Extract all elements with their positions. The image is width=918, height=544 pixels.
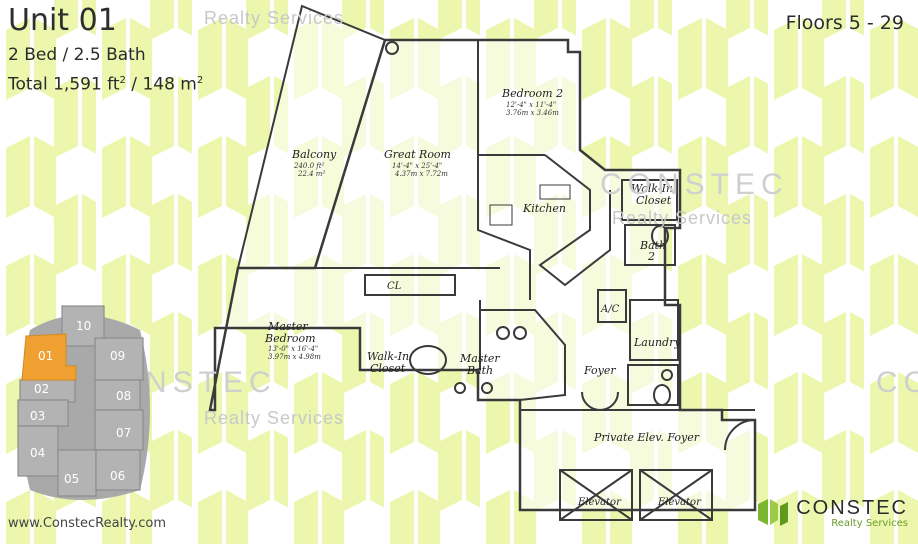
private-foyer-door (724, 419, 756, 451)
master-bath-label-1: Master (459, 352, 500, 365)
elevator-1-box (559, 469, 633, 521)
watermark-realty-left: Realty Services (204, 408, 345, 428)
balcony-dim2: 22.4 m² (297, 170, 325, 178)
closet-cl-label: CL (387, 281, 402, 292)
total-area: Total 1,591 ft2 / 148 m2 (8, 74, 204, 95)
wall-kitchen-island (477, 155, 531, 300)
elevator-1-label: Elevator (577, 497, 622, 508)
bath2-room (624, 224, 676, 266)
master-bedroom-dim1: 13'-0" x 16'-4" (268, 345, 318, 353)
unit-title: Unit 01 (8, 3, 117, 38)
key-unit-06 (95, 449, 141, 491)
brand-subtitle: Realty Services (831, 517, 908, 529)
key-label-01: 01 (38, 349, 53, 363)
bedroom2-label: Bedroom 2 (501, 87, 563, 100)
toilet-powder (653, 384, 671, 406)
column-marker (385, 41, 399, 55)
walkin-closet-right (621, 179, 678, 221)
great-room-dim2: 4.37m x 7.72m (394, 170, 448, 178)
key-label-02: 02 (34, 382, 49, 396)
sink-1 (496, 326, 510, 340)
foyer-door-left (581, 391, 601, 411)
balcony-label: Balcony (291, 148, 337, 161)
unit-info: Unit 01 2 Bed / 2.5 Bath Total 1,591 ft2… (8, 2, 203, 98)
powder-room (627, 364, 679, 406)
elevator-2-box (639, 469, 713, 521)
watermark-realty-mid: Realty Services (612, 208, 753, 228)
laundry-label: Laundry (633, 336, 681, 349)
key-label-08: 08 (116, 389, 131, 403)
foyer-door-right (599, 391, 619, 411)
master-bedroom-dim2: 3.97m x 4.98m (268, 353, 321, 361)
key-label-04: 04 (30, 446, 45, 460)
key-unit-01-highlight (21, 333, 77, 381)
brand-name: CONSTEC (796, 496, 908, 519)
great-room-label: Great Room (384, 148, 451, 161)
master-bedroom-label-2: Bedroom (264, 332, 316, 345)
kitchen-label: Kitchen (522, 202, 566, 215)
watermark-realty-top: Realty Services (204, 8, 345, 28)
great-room-dim1: 14'-4" x 25'-4" (392, 162, 442, 170)
private-foyer-label: Private Elev. Foyer (593, 431, 700, 444)
ac-closet (597, 289, 627, 323)
master-bath-label-2: Bath (466, 364, 493, 377)
elevator-2-label: Elevator (657, 497, 702, 508)
wall-master-bath-right (480, 309, 566, 401)
foyer-label: Foyer (583, 364, 616, 377)
sink-master-2 (481, 382, 493, 394)
constec-logo-icon (758, 499, 789, 526)
brand-logo: CONSTEC Realty Services (756, 496, 908, 530)
master-bedroom-label-1: Master (267, 320, 308, 333)
wall-kitchen-counter (538, 154, 611, 287)
sink-2 (513, 326, 527, 340)
website-link[interactable]: www.ConstecRealty.com (8, 516, 166, 531)
key-label-09: 09 (110, 349, 125, 363)
key-unit-08 (94, 379, 141, 411)
key-plan: 10 01 09 02 08 03 07 04 05 06 (17, 305, 150, 500)
tub (409, 345, 447, 375)
toilet-bath2 (651, 225, 669, 247)
key-label-10: 10 (76, 319, 91, 333)
laundry-room (629, 299, 679, 361)
ac-label: A/C (600, 304, 620, 315)
bath2-label-1: Bath (639, 239, 666, 252)
key-label-03: 03 (30, 409, 45, 423)
closet-cl (364, 274, 456, 296)
key-label-06: 06 (110, 469, 125, 483)
walkin-closet-right-label-1: Walk-In (631, 182, 673, 195)
watermark-constec-right: CONSTEC (876, 366, 918, 399)
bedroom2-dim1: 12'-4" x 11'-4" (506, 101, 556, 109)
key-unit-03 (17, 399, 69, 427)
key-label-07: 07 (116, 426, 131, 440)
floors-range: Floors 5 - 29 (785, 12, 904, 34)
watermark-constec-mid: CONSTEC (600, 168, 789, 201)
sink-powder (661, 369, 673, 381)
sink-master (454, 382, 466, 394)
key-label-05: 05 (64, 472, 79, 486)
bath2-label-2: 2 (647, 250, 655, 263)
key-unit-05 (57, 449, 97, 497)
beds-baths: 2 Bed / 2.5 Bath (8, 45, 146, 65)
walkin-closet-right-label-2: Closet (636, 194, 672, 207)
balcony-dim1: 240.0 ft² (293, 162, 325, 170)
bedroom2-dim2: 3.76m x 3.46m (506, 109, 559, 117)
walkin-closet-left-label-2: Closet (370, 362, 406, 375)
walkin-closet-left-label-1: Walk-In (367, 350, 409, 363)
